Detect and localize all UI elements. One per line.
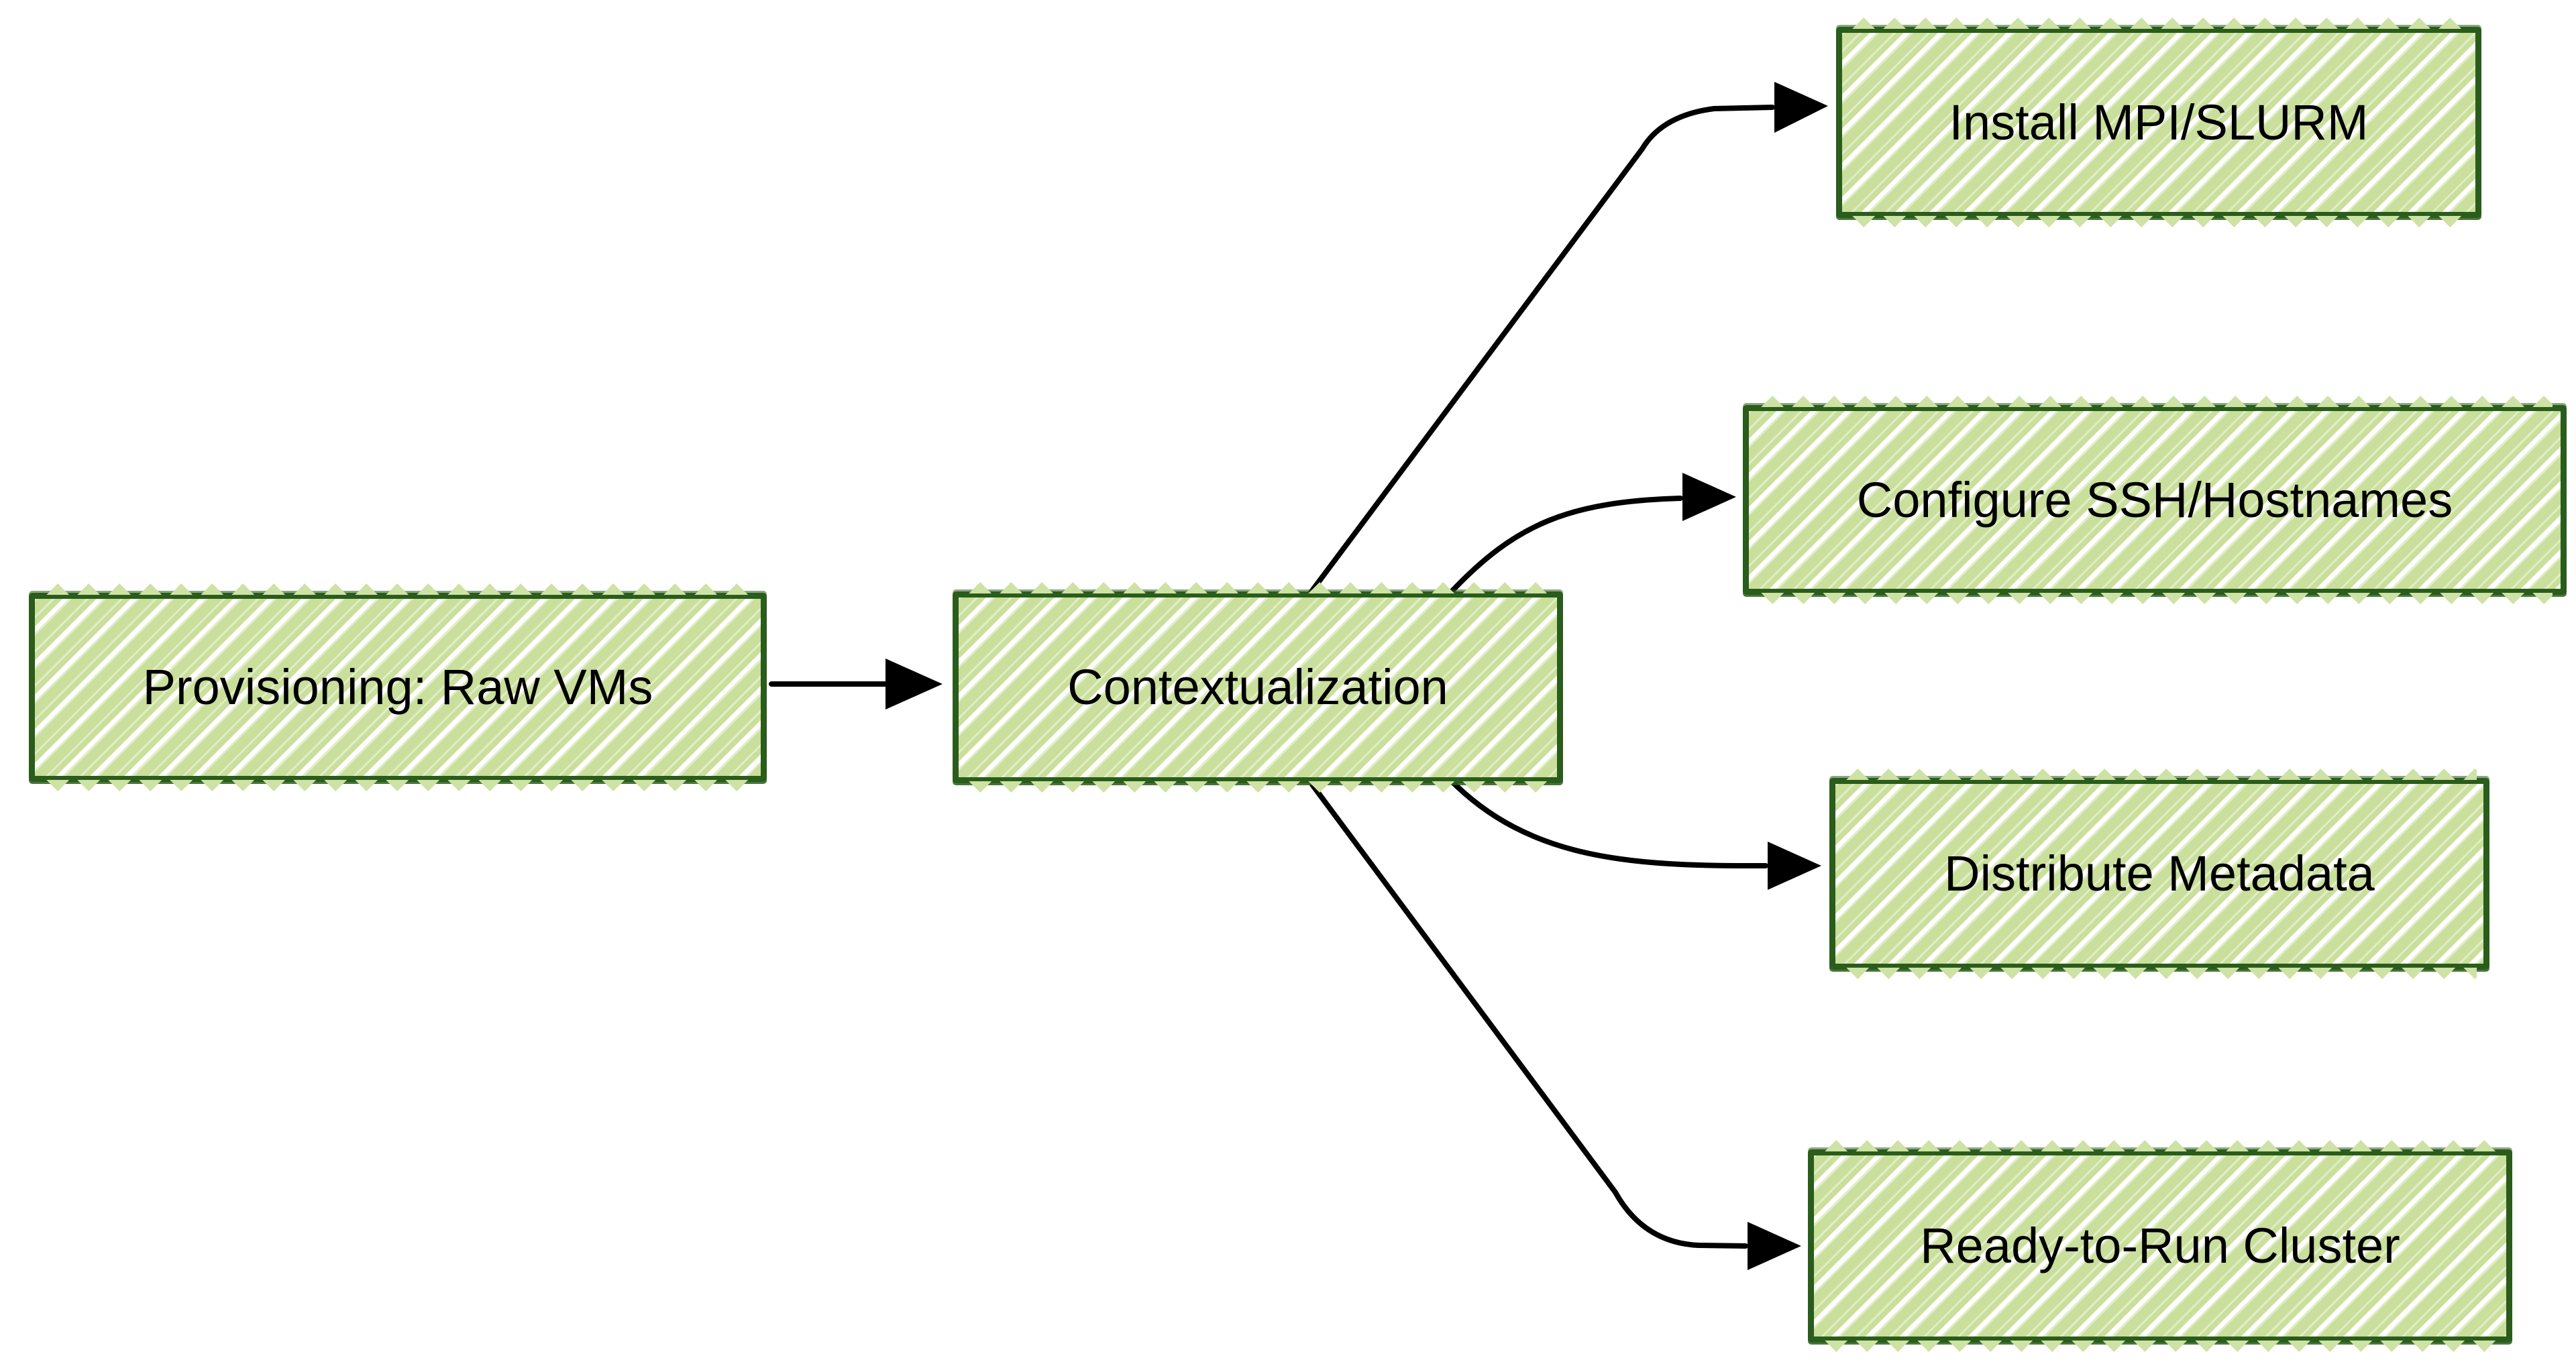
arrow-contextualization-to-distribute-metadata: [1448, 777, 1821, 890]
node-label: Contextualization: [1067, 659, 1448, 716]
node-distribute-metadata: Distribute Metadata: [1829, 769, 2489, 979]
arrow-contextualization-to-configure-ssh-hostnames: [1448, 473, 1736, 595]
node-label: Distribute Metadata: [1944, 846, 2375, 902]
node-provisioning-raw-vms: Provisioning: Raw VMs: [29, 583, 767, 791]
arrow-contextualization-to-ready-to-run-cluster: [1309, 782, 1801, 1270]
node-label: Install MPI/SLURM: [1949, 94, 2369, 150]
node-ready-to-run-cluster: Ready-to-Run Cluster: [1808, 1140, 2512, 1352]
node-label: Ready-to-Run Cluster: [1920, 1218, 2400, 1274]
node-label: Configure SSH/Hostnames: [1856, 471, 2453, 528]
node-label: Provisioning: Raw VMs: [142, 659, 653, 716]
node-contextualization: Contextualization: [953, 582, 1563, 793]
node-configure-ssh-hostnames: Configure SSH/Hostnames: [1743, 396, 2567, 604]
arrow-provisioning-to-contextualization: [769, 659, 943, 709]
node-install-mpi-slurm: Install MPI/SLURM: [1836, 17, 2481, 227]
